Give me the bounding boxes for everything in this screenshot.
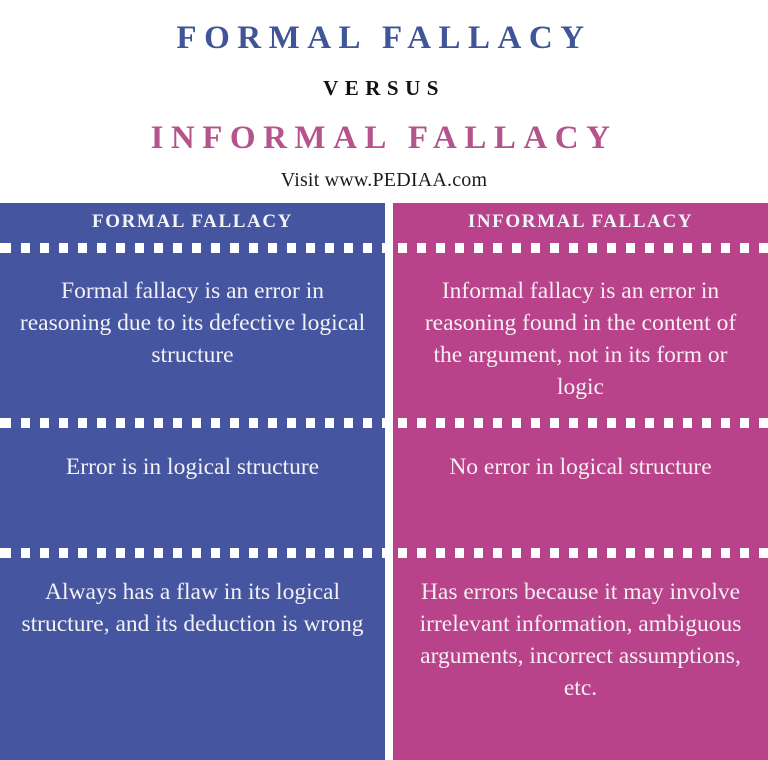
column-divider [385,203,393,760]
cell-text: No error in logical structure [449,454,712,480]
column-informal-fallacy: INFORMAL FALLACY Informal fallacy is an … [393,203,768,760]
page-title-formal-fallacy: FORMAL FALLACY [176,20,592,56]
page-title-informal-fallacy: INFORMAL FALLACY [150,120,618,156]
column-header-informal-fallacy: INFORMAL FALLACY [467,210,694,232]
header: FORMAL FALLACY VERSUS INFORMAL FALLACY V… [0,0,768,203]
visit-website-text: Visit www.PEDIAA.com [280,169,488,191]
dashed-separator-icon [393,243,768,253]
table-row: Formal fallacy is an error in reasoning … [0,275,385,395]
page-title-versus: VERSUS [323,76,445,100]
column-formal-fallacy: FORMAL FALLACY Formal fallacy is an erro… [0,203,385,760]
cell-text: Has errors because it may involve irrele… [419,579,742,701]
table-row: No error in logical structure [393,451,768,531]
column-header-formal-fallacy: FORMAL FALLACY [92,210,293,232]
table-row: Error is in logical structure [0,451,385,531]
dashed-separator-icon [0,548,385,558]
comparison-table: FORMAL FALLACY Formal fallacy is an erro… [0,203,768,760]
cell-text: Error is in logical structure [65,454,320,480]
dashed-separator-icon [0,418,385,428]
cell-text: Formal fallacy is an error in reasoning … [19,278,366,368]
table-row: Has errors because it may involve irrele… [393,576,768,756]
dashed-separator-icon [0,243,385,253]
cell-text: Informal fallacy is an error in reasonin… [424,278,737,400]
dashed-separator-icon [393,418,768,428]
table-row: Informal fallacy is an error in reasonin… [393,275,768,430]
table-row: Always has a flaw in its logical structu… [0,576,385,706]
cell-text: Always has a flaw in its logical structu… [21,579,364,637]
dashed-separator-icon [393,548,768,558]
